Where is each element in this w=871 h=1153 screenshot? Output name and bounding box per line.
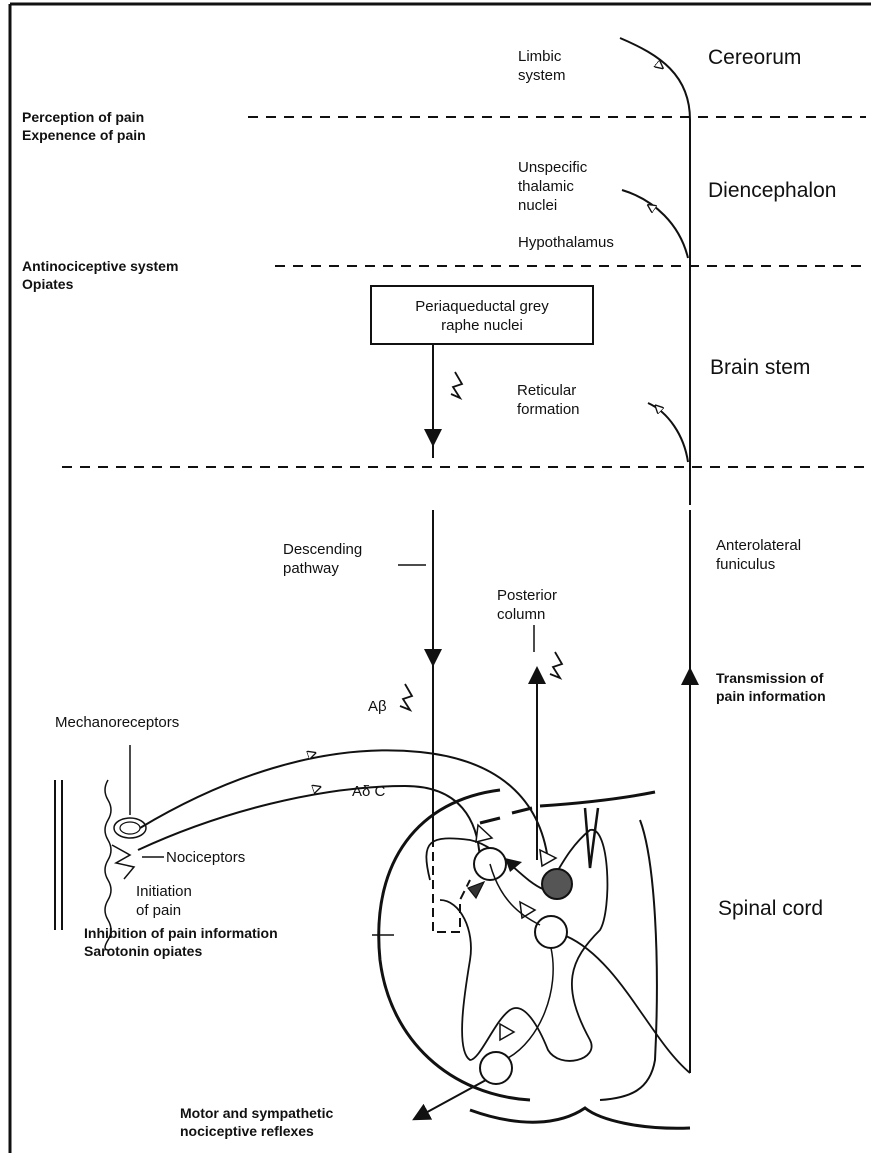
- pag-label-1: Periaqueductal grey: [371, 297, 593, 316]
- initiation-label-1: Initiation: [136, 882, 192, 901]
- note-experience: Expenence of pain: [22, 126, 146, 144]
- region-brain-stem: Brain stem: [710, 356, 810, 380]
- note-antinociceptive: Antinociceptive system: [22, 257, 178, 275]
- note-perception: Perception of pain: [22, 108, 144, 126]
- limbic-label-2: system: [518, 66, 566, 85]
- anterolateral-label-2: funiculus: [716, 555, 775, 574]
- mechanoreceptors-label: Mechanoreceptors: [55, 713, 179, 732]
- limbic-label-1: Limbic: [518, 47, 561, 66]
- reflex-link: [508, 948, 553, 1058]
- anterolateral-label-1: Anterolateral: [716, 536, 801, 555]
- synapse-inhibitory-1: [505, 858, 522, 872]
- lightning-posterior: [550, 652, 562, 678]
- cord-outer-right: [600, 820, 657, 1100]
- region-spinal-cord: Spinal cord: [718, 897, 823, 921]
- posterior-label-2: column: [497, 605, 545, 624]
- descending-label-1: Descending: [283, 540, 362, 559]
- synapse-inhibitory-2: [468, 882, 484, 898]
- region-diencephalon: Diencephalon: [708, 179, 836, 203]
- posterior-median-sulcus: [585, 808, 598, 868]
- reticular-label-2: formation: [517, 400, 580, 419]
- neuron-motor: [480, 1052, 512, 1084]
- thalamic-branch: [622, 190, 688, 258]
- neuron-2: [535, 916, 567, 948]
- initiation-label-2: of pain: [136, 901, 181, 920]
- mechanoreceptor-inner: [120, 822, 140, 834]
- unspecific-label-3: nuclei: [518, 196, 557, 215]
- cord-bottom-fissure: [470, 1108, 690, 1128]
- synapse-2: [540, 850, 556, 866]
- cord-outer-left: [379, 790, 530, 1100]
- note-inhibition: Inhibition of pain information: [84, 924, 278, 942]
- cord-dash-a: [480, 818, 500, 823]
- pag-label-2: raphe nuclei: [371, 316, 593, 335]
- posterior-label-1: Posterior: [497, 586, 557, 605]
- cord-outer-top: [540, 792, 655, 806]
- limbic-branch: [620, 38, 690, 120]
- adelta-arrow: [305, 788, 317, 792]
- nociceptors-label: Nociceptors: [166, 848, 245, 867]
- transmission-label-1: Transmission of: [716, 669, 823, 687]
- nociceptor-endings: [112, 845, 134, 879]
- unspecific-label-2: thalamic: [518, 177, 574, 196]
- neuron-dark: [542, 869, 572, 899]
- synapse-1: [476, 825, 492, 842]
- note-motor-2: nociceptive reflexes: [180, 1122, 314, 1140]
- cord-dash-b: [512, 808, 532, 813]
- crossing-fiber: [566, 936, 690, 1073]
- adelta-c-label: Aδ C: [352, 782, 385, 801]
- abeta-label: Aβ: [368, 697, 387, 716]
- abeta-fiber: [140, 750, 548, 860]
- note-motor-1: Motor and sympathetic: [180, 1104, 333, 1122]
- reticular-label-1: Reticular: [517, 381, 576, 400]
- note-serotonin: Sarotonin opiates: [84, 942, 202, 960]
- note-opiates: Opiates: [22, 275, 73, 293]
- reticular-branch: [648, 403, 688, 462]
- abeta-arrow: [300, 754, 312, 758]
- descending-label-2: pathway: [283, 559, 339, 578]
- hypothalamus-label: Hypothalamus: [518, 233, 614, 252]
- lightning-brainstem: [451, 372, 462, 398]
- limbic-arrow: [655, 62, 660, 66]
- transmission-label-2: pain information: [716, 687, 826, 705]
- synapse-3: [520, 902, 535, 918]
- region-cerebrum: Cereorum: [708, 46, 801, 70]
- unspecific-label-1: Unspecific: [518, 158, 587, 177]
- synapse-motor: [500, 1024, 514, 1040]
- lightning-abeta: [400, 684, 412, 710]
